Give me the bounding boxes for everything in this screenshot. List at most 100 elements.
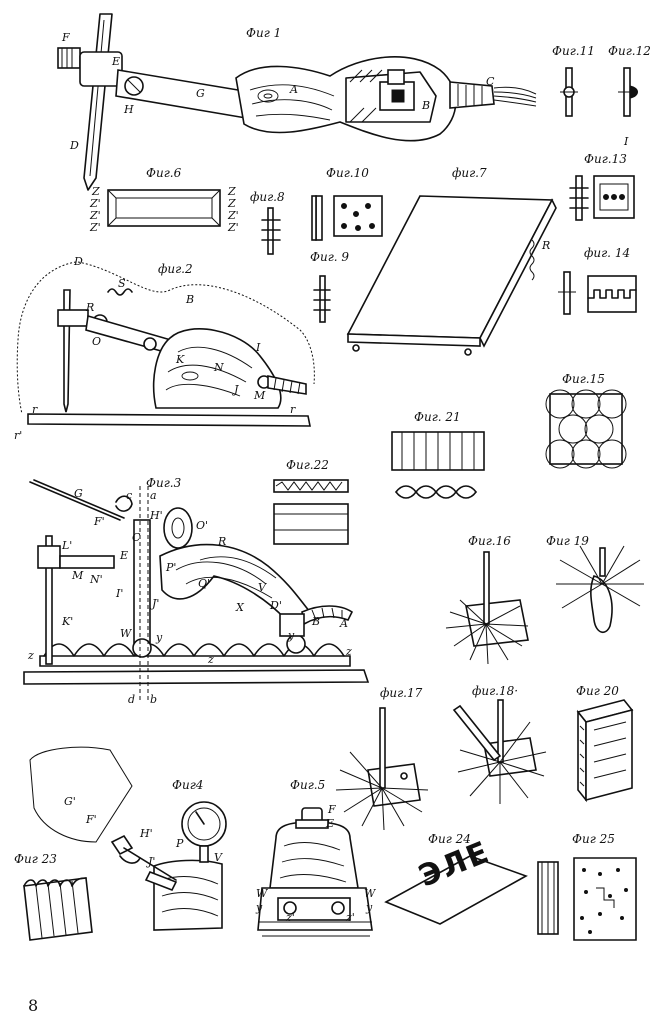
fig19-drawing [556, 545, 644, 633]
fig9-caption: Фиг. 9 [310, 250, 350, 264]
fig13-caption: Фиг.13 [584, 152, 627, 166]
fig3-label-c: c [126, 489, 133, 502]
fig3-label-f-prime: F' [94, 515, 105, 528]
fig6-label-z-prime-2: Z' [90, 209, 101, 222]
fig20-drawing [576, 699, 634, 803]
fig5-label-f: F [328, 803, 336, 816]
fig4-label-v: V [214, 851, 222, 864]
fig4-label-h-prime: H' [140, 827, 153, 840]
fig25-caption: Фиг 25 [572, 832, 615, 846]
fig2-label-m: M [254, 389, 266, 402]
fig4-label-g-prime: G' [64, 795, 76, 808]
fig1-caption: Фиг 1 [246, 26, 282, 40]
fig3-label-z-right: z [346, 645, 352, 658]
fig3-label-w: W [120, 627, 132, 640]
fig6-label-z-prime-4: Z' [228, 209, 239, 222]
fig3-label-e: E [120, 549, 129, 562]
fig5-drawing [257, 807, 373, 937]
fig4-label-j-prime: J' [148, 855, 156, 868]
fig3-label-y2: y [288, 629, 295, 642]
fig7-caption: фиг.7 [452, 166, 487, 180]
fig1-label-b: B [422, 99, 431, 112]
fig17-drawing [335, 707, 429, 831]
fig13-fig14-drawing [558, 175, 637, 315]
fig5-caption: Фиг.5 [290, 778, 326, 792]
fig3-label-q-prime: Q' [198, 577, 211, 590]
fig18-caption: фиг.18· [472, 684, 519, 698]
fig7-label-r: R [542, 239, 551, 252]
fig2-label-o: O [92, 335, 102, 348]
fig16-drawing [445, 551, 529, 665]
fig15-caption: Фиг.15 [562, 372, 605, 386]
fig6-drawing [107, 189, 221, 227]
fig5-label-e: E [326, 817, 335, 830]
fig5-label-y-left: y [256, 901, 263, 914]
fig2-label-r: R [86, 301, 95, 314]
fig6-label-z-prime-5: Z' [228, 221, 239, 234]
fig3-label-n-prime: N' [90, 573, 103, 586]
fig24-caption: Фиг 24 [428, 832, 471, 846]
fig6-label-z-1: Z [92, 185, 100, 198]
fig1-label-c: C [486, 75, 495, 88]
fig1-label-e: E [112, 55, 121, 68]
fig11-caption: Фиг.11 [552, 44, 595, 58]
fig3-label-v: V [258, 581, 266, 594]
fig4-label-f-prime: F' [86, 813, 97, 826]
fig23-drawing [23, 877, 93, 941]
fig1-label-h: H [124, 103, 134, 116]
fig6-label-z-2: Z [228, 185, 236, 198]
fig3-label-b2: b [150, 693, 158, 706]
fig3-label-a2: A [340, 617, 348, 630]
fig11-fig12-drawing [560, 67, 638, 117]
fig25-drawing [537, 857, 637, 941]
fig22-caption: Фиг.22 [286, 458, 329, 472]
fig3-label-d-prime: D' [270, 599, 282, 612]
fig3-label-g: G [74, 487, 83, 500]
fig5-label-y-right: y [366, 901, 373, 914]
fig3-label-c2: C [132, 531, 141, 544]
fig2-label-i: I [256, 341, 261, 354]
fig19-caption: Фиг 19 [546, 534, 589, 548]
fig18-drawing [452, 699, 547, 804]
fig12-caption: Фиг.12 [608, 44, 651, 58]
fig20-caption: Фиг 20 [576, 684, 619, 698]
fig2-label-k: K [176, 353, 185, 366]
fig3-label-d: d [128, 693, 136, 706]
fig3-label-p-prime: P' [166, 561, 177, 574]
fig2-label-r-prime: r' [14, 429, 23, 442]
fig4-label-p: P [176, 837, 184, 850]
fig3-drawing [23, 479, 370, 700]
fig3-label-h-prime: H' [150, 509, 163, 522]
fig2-caption: фиг.2 [158, 262, 193, 276]
fig5-label-w-right: W [364, 887, 376, 900]
fig1-drawing [57, 13, 537, 191]
fig10-caption: Фиг.10 [326, 166, 369, 180]
fig13-label-i: I [624, 135, 629, 148]
fig24-drawing [384, 855, 528, 925]
fig2-label-b: B [186, 293, 195, 306]
fig1-label-g: G [196, 87, 205, 100]
fig4-drawing [29, 746, 227, 931]
fig2-label-d: D [74, 255, 83, 268]
fig6-caption: Фиг.6 [146, 166, 182, 180]
fig15-drawing [545, 389, 627, 469]
fig6-label-z-prime-3: Z' [90, 221, 101, 234]
fig3-label-i-prime: I' [116, 587, 124, 600]
fig1-label-d: D [70, 139, 79, 152]
fig8-caption: фиг.8 [250, 190, 285, 204]
fig21-drawing [391, 431, 485, 499]
fig3-label-k-prime: K' [62, 615, 74, 628]
fig5-label-w-left: W [256, 887, 268, 900]
fig2-drawing [16, 261, 315, 427]
fig3-caption: Фиг.3 [146, 476, 182, 490]
fig2-label-n: N [214, 361, 224, 374]
fig6-label-z-prime-1: Z' [90, 197, 101, 210]
fig3-label-r: R [218, 535, 227, 548]
fig3-label-b: B [312, 615, 321, 628]
fig3-label-l-prime: L' [62, 539, 73, 552]
fig8-fig9-fig10-drawing [261, 195, 383, 323]
fig3-label-z-left: z [28, 649, 34, 662]
fig3-label-z-mid: z [208, 653, 214, 666]
fig3-label-m: M [72, 569, 84, 582]
fig6-label-z-3: Z [228, 197, 236, 210]
